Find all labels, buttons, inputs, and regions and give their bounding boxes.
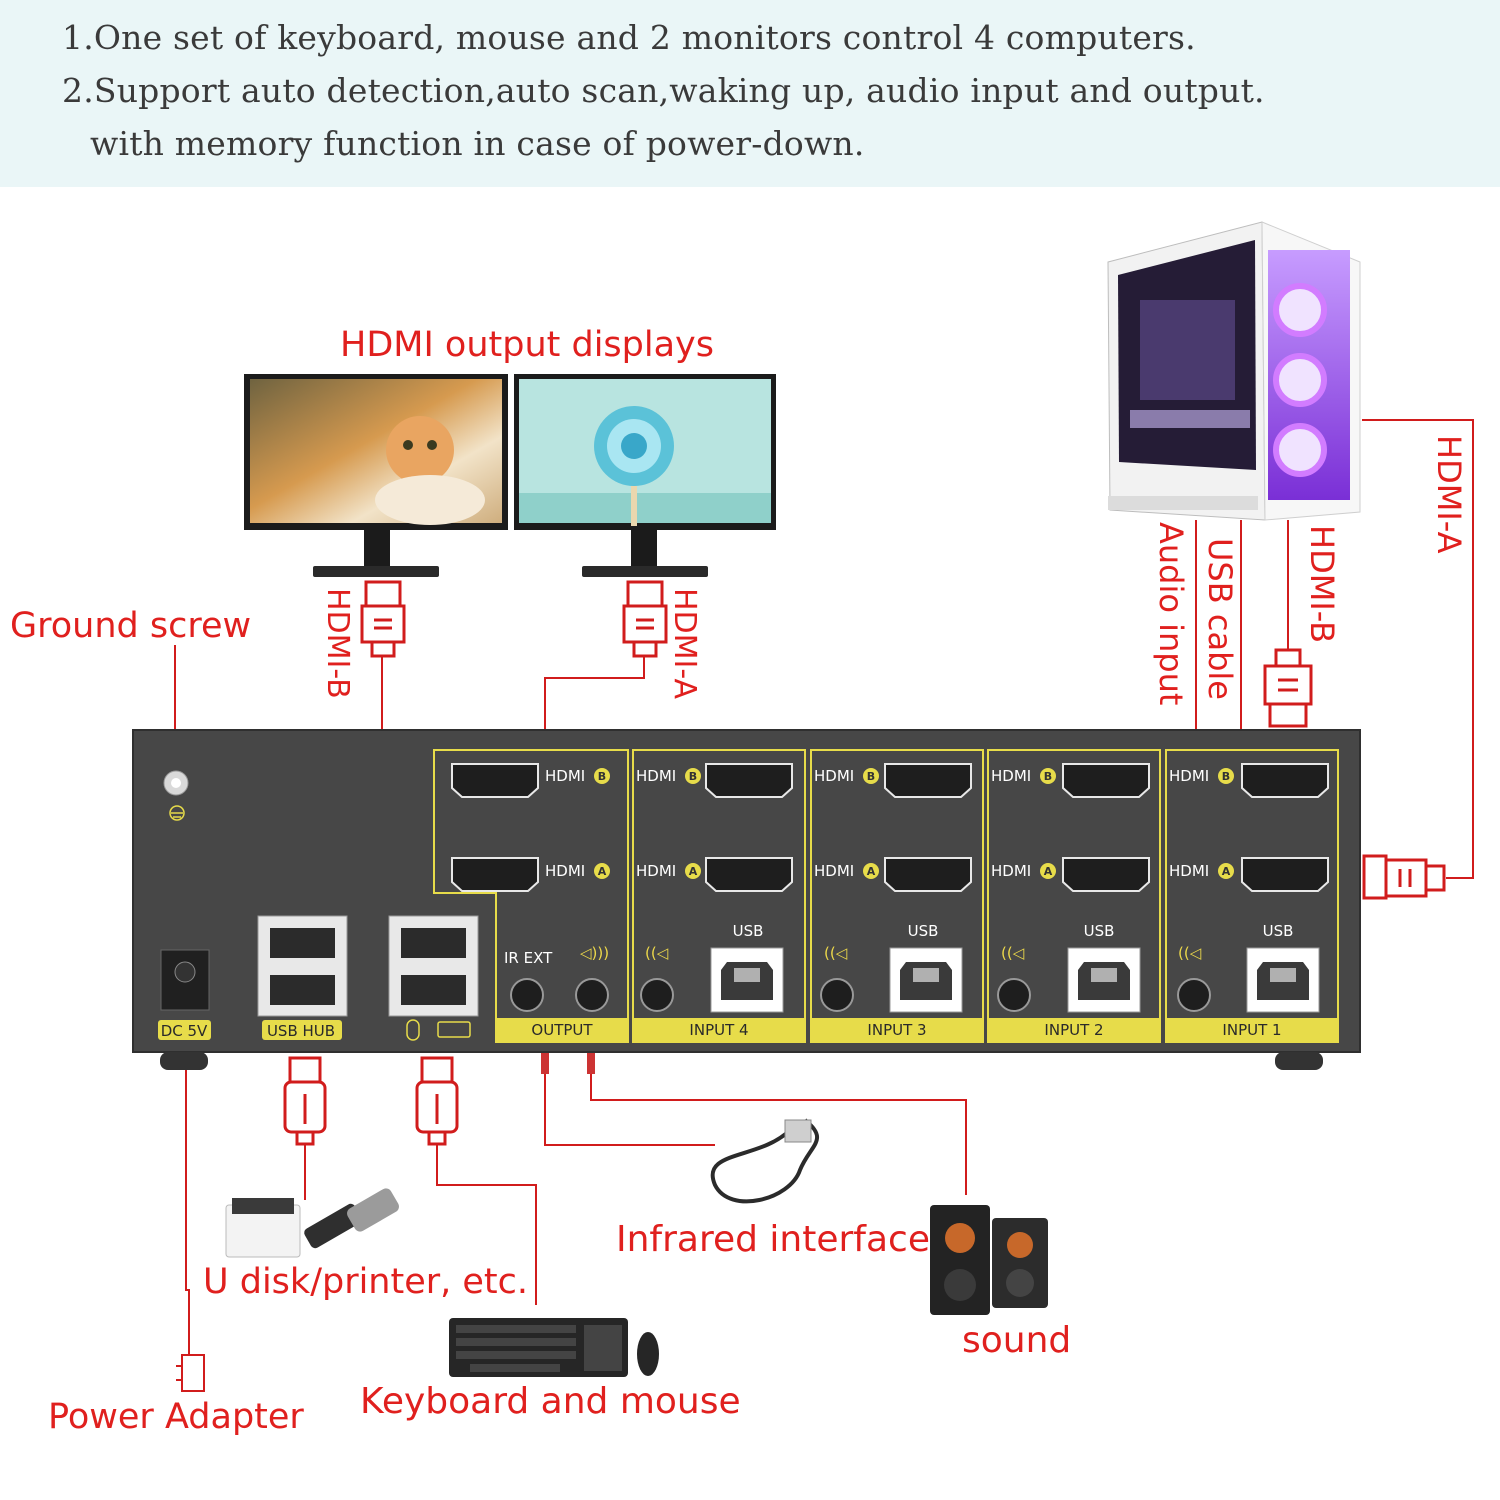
cable-keyboard-mouse <box>436 1145 537 1305</box>
badge-a: A <box>867 865 876 878</box>
sound-label: sound <box>962 1320 1072 1361</box>
power-plug-icon <box>176 1354 205 1392</box>
pc-hdmi-b-label: HDMI-B <box>1303 525 1341 644</box>
input4-usb-label: USB <box>733 922 764 940</box>
input-4-label: INPUT 4 <box>689 1021 748 1039</box>
usb-plug-hub <box>283 1056 327 1146</box>
ir-cable-image <box>710 1118 820 1204</box>
usb-plug-icons <box>283 1056 459 1146</box>
input3-hdmi-a-label: HDMI <box>814 862 854 880</box>
badge-b: B <box>1044 770 1052 783</box>
badge-b: B <box>598 770 606 783</box>
svg-text:((◁: ((◁ <box>1001 944 1025 962</box>
feature-line-3: with memory function in case of power-do… <box>90 124 865 163</box>
usb-plug-keyboard <box>415 1056 459 1146</box>
cable-hdmi-a-pc <box>1362 419 1474 879</box>
svg-text:((◁: ((◁ <box>824 944 848 962</box>
input2-usb-label: USB <box>1084 922 1115 940</box>
output-hdmi-a-label: HDMI <box>545 862 585 880</box>
pc-audio-input-label: Audio input <box>1152 522 1190 706</box>
input-ports: ((◁ ((◁ ((◁ ((◁ USB USB <box>640 922 1320 1013</box>
cable-audio-out <box>590 1070 967 1195</box>
badge-b: B <box>867 770 875 783</box>
pc-usb-cable-label: USB cable <box>1201 538 1239 700</box>
hdmi-plug-icons <box>360 580 1446 900</box>
power-adapter-label: Power Adapter <box>48 1397 304 1437</box>
badge-b: B <box>1222 770 1230 783</box>
monitor-hdmi-b-label: HDMI-B <box>320 588 355 699</box>
badge-a: A <box>1044 865 1053 878</box>
hdmi-plug-monitor-right <box>622 580 668 658</box>
monitor-hdmi-a-label: HDMI-A <box>667 588 702 700</box>
input3-usb-label: USB <box>908 922 939 940</box>
badge-b: B <box>689 770 697 783</box>
input-3-label: INPUT 3 <box>867 1021 926 1039</box>
input2-hdmi-a-label: HDMI <box>991 862 1031 880</box>
input-1-group <box>1165 749 1339 1043</box>
badge-a: A <box>598 865 607 878</box>
input-1-label: INPUT 1 <box>1222 1021 1281 1039</box>
keyboard-and-mouse-label: Keyboard and mouse <box>360 1381 741 1422</box>
input3-hdmi-b-label: HDMI <box>814 767 854 785</box>
input-2-label: INPUT 2 <box>1044 1021 1103 1039</box>
dc-5v-label: DC 5V <box>161 1022 208 1040</box>
hdmi-output-displays-label: HDMI output displays <box>340 325 714 365</box>
monitor-left <box>244 374 508 577</box>
badge-a: A <box>1222 865 1231 878</box>
input2-hdmi-b-label: HDMI <box>991 767 1031 785</box>
input-4-group <box>632 749 806 1043</box>
printer-usb-image <box>225 1188 399 1258</box>
svg-text:((◁: ((◁ <box>1178 944 1202 962</box>
pc-hdmi-a-label: HDMI-A <box>1430 435 1468 554</box>
feature-line-2: 2.Support auto detection,auto scan,wakin… <box>62 71 1265 110</box>
mouse-keyboard-port-icons <box>406 1019 471 1041</box>
audio-plugs <box>541 1052 595 1074</box>
pc-tower-image <box>1107 221 1361 521</box>
infrared-interface-label: Infrared interface <box>616 1219 930 1260</box>
hdmi-plug-pc-b <box>1263 648 1313 728</box>
badge-a: A <box>689 865 698 878</box>
output-hdmi-b-label: HDMI <box>545 767 585 785</box>
input1-usb-label: USB <box>1263 922 1294 940</box>
u-disk-printer-label: U disk/printer, etc. <box>203 1262 529 1302</box>
hdmi-plug-pc-a <box>1362 854 1446 900</box>
input4-hdmi-a-label: HDMI <box>636 862 676 880</box>
speakers-image <box>930 1205 1048 1315</box>
ir-ext-label: IR EXT <box>504 949 553 967</box>
hdmi-plug-monitor-left <box>360 580 406 658</box>
feature-line-1: 1.One set of keyboard, mouse and 2 monit… <box>62 18 1196 57</box>
cable-power <box>185 1060 190 1355</box>
input1-hdmi-b-label: HDMI <box>1169 767 1209 785</box>
ground-screw-label: Ground screw <box>10 606 252 646</box>
svg-text:((◁: ((◁ <box>645 944 669 962</box>
usb-hub-label: USB HUB <box>267 1022 335 1040</box>
input-2-group <box>987 749 1161 1043</box>
input4-hdmi-b-label: HDMI <box>636 767 676 785</box>
input1-hdmi-a-label: HDMI <box>1169 862 1209 880</box>
kvm-rear-panel: DC 5V USB HUB OUTPUT IR EXT ◁))) <box>132 729 1361 1070</box>
input-3-group <box>810 749 984 1043</box>
svg-text:◁))): ◁))) <box>580 944 609 962</box>
header-banner: 1.One set of keyboard, mouse and 2 monit… <box>0 0 1500 187</box>
monitor-right <box>514 374 776 577</box>
keyboard-mouse-image <box>449 1318 659 1377</box>
output-label: OUTPUT <box>531 1021 593 1039</box>
cable-ir <box>544 1070 715 1146</box>
